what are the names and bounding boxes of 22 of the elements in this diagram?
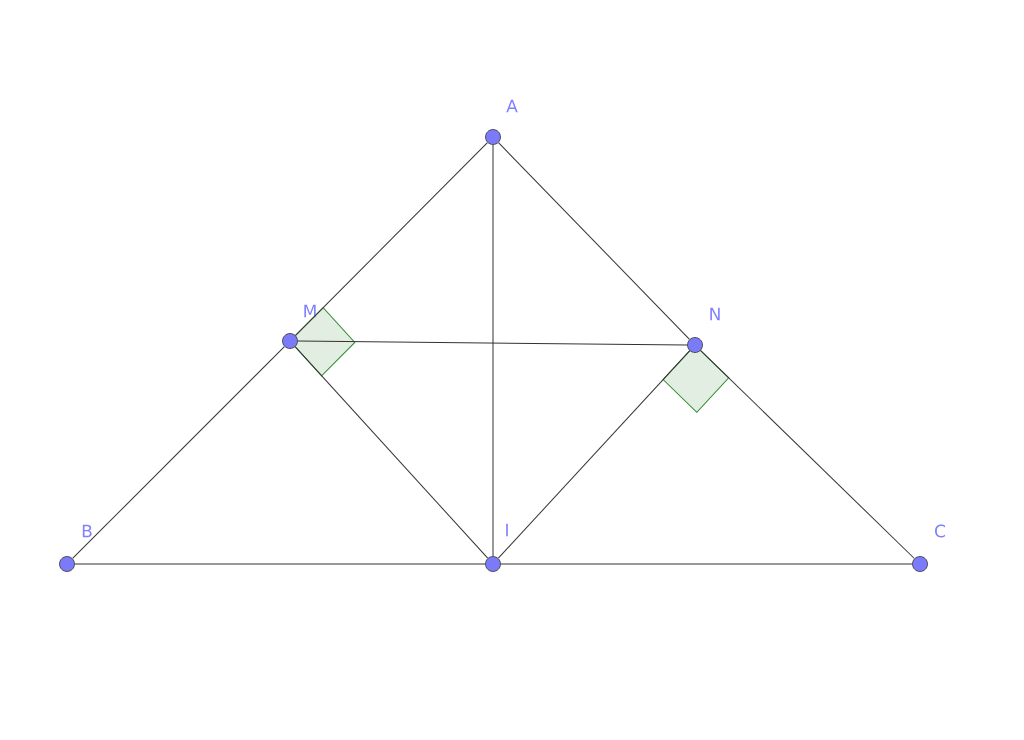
line-segment xyxy=(497,350,691,559)
point-marker xyxy=(687,337,703,353)
line-segment xyxy=(72,346,285,559)
point-label: I xyxy=(506,523,508,537)
point-marker xyxy=(282,333,298,349)
point-label: N xyxy=(710,307,720,321)
line-segment xyxy=(74,563,486,565)
line-segment xyxy=(295,142,488,336)
point-label: B xyxy=(82,524,92,538)
point-marker xyxy=(912,556,928,572)
line-segment xyxy=(294,346,489,559)
point-marker xyxy=(59,556,75,572)
line-segment xyxy=(297,340,688,346)
point-label: A xyxy=(506,99,518,113)
line-segment xyxy=(492,144,494,557)
point-label: C xyxy=(935,524,945,538)
point-label: M xyxy=(304,304,316,318)
point-marker xyxy=(485,556,501,572)
line-segment xyxy=(700,350,915,559)
line-segment xyxy=(500,563,913,565)
point-marker xyxy=(485,129,501,145)
line-segment xyxy=(498,142,690,340)
